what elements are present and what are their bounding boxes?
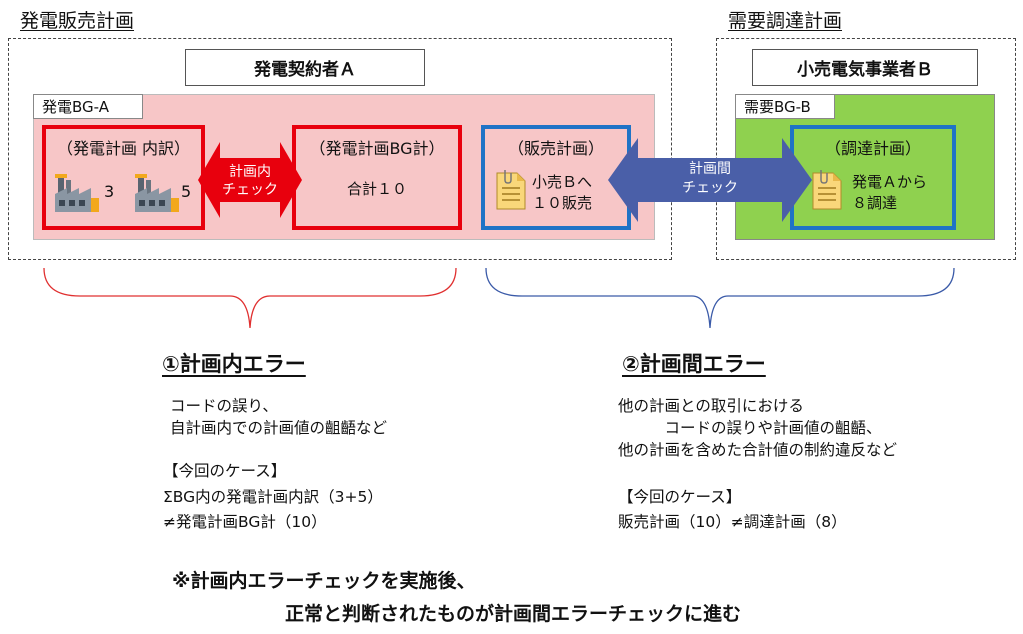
intra-check-label: 計画内 チェック	[222, 163, 278, 199]
document-icon	[812, 170, 842, 210]
intra-check-arrow	[198, 142, 302, 218]
intra-error-case-line1: ΣBG内の発電計画内訳（3+5）	[163, 488, 383, 506]
bg-total-title: （発電計画BG計）	[309, 139, 445, 158]
intra-error-case-heading: 【今回のケース】	[163, 462, 287, 480]
bg-b-label: 需要BG-B	[735, 94, 835, 119]
bg-total-box	[292, 125, 462, 230]
procure-text-line2: ８調達	[852, 194, 898, 212]
footer-line1: ※計画内エラーチェックを実施後、	[172, 570, 476, 592]
procure-title: （調達計画）	[824, 139, 921, 158]
bg-total-text: 合計１０	[346, 180, 407, 198]
inter-error-case-line1: 販売計画（10）≠調達計画（8）	[618, 513, 847, 531]
intra-error-heading: ①計画内エラー	[162, 352, 306, 376]
inter-error-heading: ②計画間エラー	[622, 352, 766, 376]
inter-check-line1: 計画間	[689, 161, 731, 177]
factory-icon	[135, 174, 179, 212]
sales-text-line2: １０販売	[532, 194, 593, 212]
sales-title: （販売計画）	[507, 139, 604, 158]
factory-icon	[55, 174, 99, 212]
retailer-label: 小売電気事業者Ｂ	[752, 49, 978, 86]
sales-text: 小売Ｂへ １０販売	[532, 172, 592, 214]
sales-plan-title: 発電販売計画	[20, 10, 135, 32]
inter-error-desc: 他の計画との取引における コードの誤りや計画値の齟齬、 他の計画を含めた合計値の…	[618, 397, 898, 459]
procurement-plan-frame	[716, 38, 1016, 260]
intra-check-line2: チェック	[222, 182, 278, 198]
inter-check-line2: チェック	[682, 180, 738, 196]
procure-text-line1: 発電Ａから	[852, 173, 928, 191]
intra-check-line1: 計画内	[229, 164, 271, 180]
contractor-label: 発電契約者Ａ	[185, 49, 425, 86]
bg-a-label: 発電BG-A	[33, 94, 143, 119]
inter-check-arrow	[608, 138, 812, 222]
breakdown-title: （発電計画 内訳）	[56, 139, 191, 158]
document-icon	[496, 170, 526, 210]
procurement-plan-title: 需要調達計画	[728, 10, 843, 32]
inter-error-brace	[485, 267, 955, 329]
unit1-value: 3	[104, 182, 115, 201]
unit2-value: 5	[181, 182, 192, 201]
intra-error-desc: コードの誤り、 自計画内での計画値の齟齬など	[170, 397, 388, 437]
inter-check-label: 計画間 チェック	[670, 160, 750, 198]
sales-text-line1: 小売Ｂへ	[532, 173, 593, 191]
procure-text: 発電Ａから ８調達	[852, 172, 927, 214]
inter-error-case-heading: 【今回のケース】	[618, 488, 742, 506]
intra-error-case-line2: ≠発電計画BG計（10）	[163, 513, 327, 531]
footer-line2: 正常と判断されたものが計画間エラーチェックに進む	[285, 603, 742, 625]
bg-a-area	[33, 94, 655, 240]
intra-error-brace	[43, 267, 457, 329]
sales-plan-frame	[8, 38, 672, 260]
